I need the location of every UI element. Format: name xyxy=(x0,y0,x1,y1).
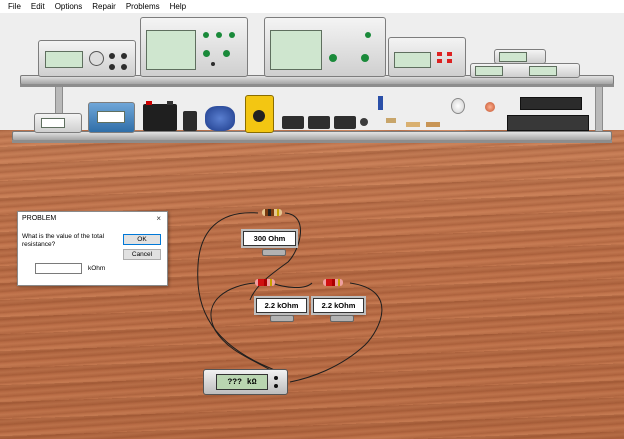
motor[interactable] xyxy=(205,106,235,131)
menu-help[interactable]: Help xyxy=(169,2,187,11)
resistor-stand xyxy=(330,315,354,322)
speaker[interactable] xyxy=(245,95,274,133)
menu-repair[interactable]: Repair xyxy=(92,2,116,11)
wire[interactable] xyxy=(197,212,284,375)
multimeter-panel[interactable] xyxy=(388,37,466,77)
problem-dialog: PROBLEM × What is the value of the total… xyxy=(17,211,168,286)
oscilloscope[interactable] xyxy=(140,17,248,77)
resistor-stand xyxy=(270,315,294,322)
component-board[interactable] xyxy=(308,116,330,129)
module-board[interactable] xyxy=(507,115,589,131)
module-board[interactable] xyxy=(520,97,582,110)
function-generator[interactable] xyxy=(38,40,136,77)
capacitor[interactable] xyxy=(360,118,368,126)
wire[interactable] xyxy=(210,282,284,379)
ammeter-pair[interactable] xyxy=(470,63,580,78)
resistor-label-left: 2.2 kOhm xyxy=(256,298,307,313)
ohmmeter-display: ??? kΩ xyxy=(216,374,268,390)
resistor-label-top: 300 Ohm xyxy=(243,231,296,246)
wire[interactable] xyxy=(249,212,301,301)
resistor-stand xyxy=(262,249,286,256)
answer-unit-label: kOhm xyxy=(88,265,106,272)
menu-edit[interactable]: Edit xyxy=(30,2,45,11)
power-supply[interactable] xyxy=(34,113,82,133)
probe-jack[interactable] xyxy=(274,384,278,388)
menu-problems[interactable]: Problems xyxy=(125,2,160,11)
switch[interactable] xyxy=(183,111,197,131)
dc-supply[interactable] xyxy=(88,102,135,133)
menu-file[interactable]: File xyxy=(8,2,21,11)
resistor-part[interactable] xyxy=(386,118,396,123)
wire[interactable] xyxy=(271,282,313,288)
light-bulb[interactable] xyxy=(451,98,465,114)
upper-shelf-edge xyxy=(20,84,614,87)
ohmmeter-unit: kΩ xyxy=(246,377,257,387)
component-board[interactable] xyxy=(282,116,304,129)
resistor-2.2k-left[interactable] xyxy=(255,279,275,286)
battery[interactable] xyxy=(143,101,177,131)
dialog-title: PROBLEM xyxy=(22,215,57,222)
digital-oscilloscope[interactable] xyxy=(264,17,386,77)
ohmmeter[interactable]: ??? kΩ xyxy=(203,369,288,395)
lamp[interactable] xyxy=(485,102,495,112)
wire[interactable] xyxy=(289,282,383,383)
probe-jack[interactable] xyxy=(274,376,278,380)
resistor-label-right: 2.2 kOhm xyxy=(313,298,364,313)
resistor-300-ohm[interactable] xyxy=(262,209,282,216)
resistor-part[interactable] xyxy=(426,122,440,127)
close-icon[interactable]: × xyxy=(156,214,161,223)
resistance-answer-input[interactable] xyxy=(35,263,82,274)
ok-button[interactable]: OK xyxy=(123,234,161,245)
resistor-2.2k-right[interactable] xyxy=(323,279,343,286)
cancel-button[interactable]: Cancel xyxy=(123,249,161,260)
ohmmeter-value: ??? xyxy=(227,377,242,387)
resistor-part[interactable] xyxy=(406,122,420,127)
menu-options[interactable]: Options xyxy=(54,2,83,11)
component-board[interactable] xyxy=(334,116,356,129)
menu-bar: File Edit Options Repair Problems Help xyxy=(0,0,624,13)
dialog-question: What is the value of the total resistanc… xyxy=(22,233,105,248)
lower-shelf-edge xyxy=(12,140,612,143)
electrolytic-capacitor[interactable] xyxy=(378,96,383,110)
